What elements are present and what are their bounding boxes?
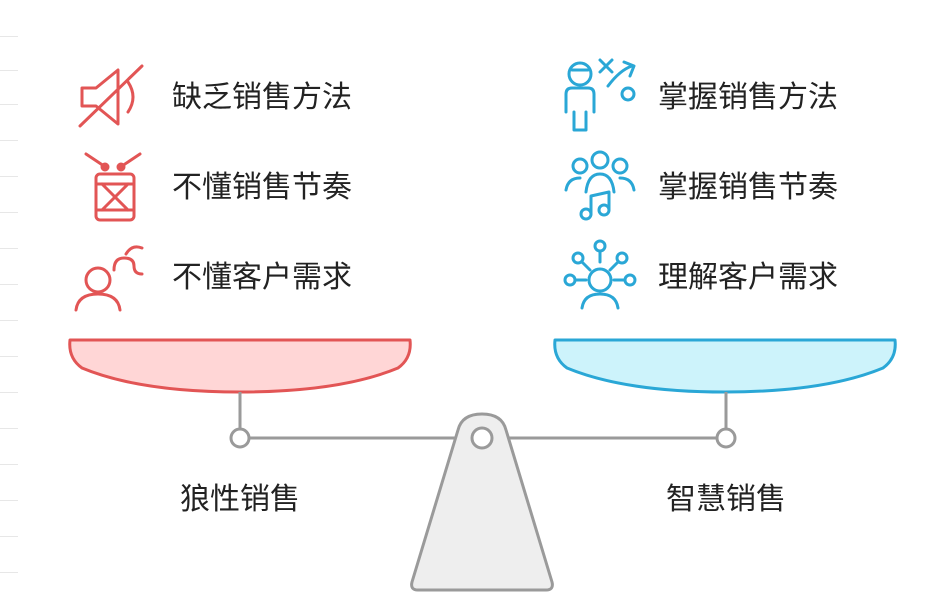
right-side-title: 智慧销售	[666, 482, 786, 517]
left-edge-marks	[0, 0, 18, 600]
left-item-3-label: 不懂客户需求	[172, 260, 352, 295]
center-pivot	[470, 426, 494, 450]
left-pivot	[229, 427, 251, 449]
strategy-person-icon	[564, 58, 636, 132]
right-pan	[553, 338, 897, 394]
right-item-2-label: 掌握销售节奏	[658, 170, 838, 205]
drum-icon	[84, 152, 142, 222]
connected-person-icon	[563, 239, 637, 310]
muted-megaphone-icon	[78, 64, 144, 128]
left-item-2-label: 不懂销售节奏	[172, 170, 352, 205]
right-item-3-label: 理解客户需求	[658, 260, 838, 295]
left-side-title: 狼性销售	[180, 482, 300, 517]
confused-person-icon	[74, 245, 144, 312]
left-pan	[68, 338, 412, 394]
right-pivot	[715, 427, 737, 449]
group-music-icon	[564, 150, 636, 221]
left-item-1-label: 缺乏销售方法	[172, 80, 352, 115]
fulcrum-base	[410, 412, 554, 592]
right-item-1-label: 掌握销售方法	[658, 80, 838, 115]
